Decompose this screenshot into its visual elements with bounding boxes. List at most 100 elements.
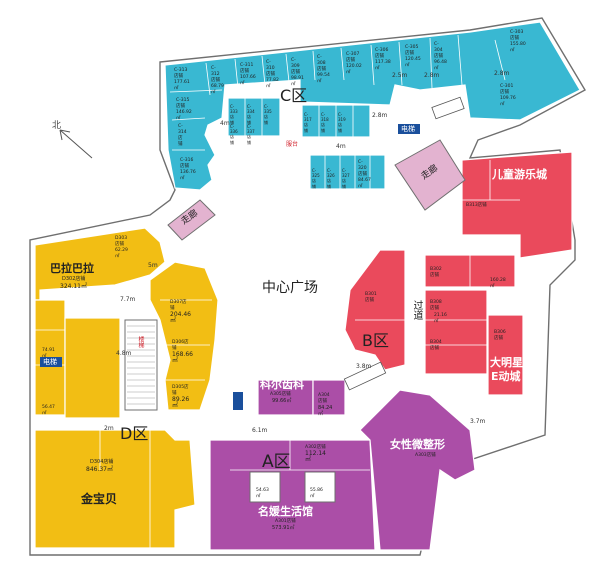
tenant-nvxing-name: 女性微整形: [390, 438, 445, 451]
unit-code: C-308店铺: [317, 55, 326, 72]
zone-a-label: A区: [262, 452, 291, 472]
unit-code: C-316店铺: [180, 158, 194, 169]
north-arrow-icon: [59, 129, 93, 159]
tenant-daming-sub: E动城: [491, 370, 521, 383]
unit-code: C-315店铺: [176, 98, 190, 109]
stair-label: 楼梯: [137, 336, 144, 348]
unit-code: B304店铺: [430, 340, 442, 351]
zone-b-right-mid: [424, 289, 488, 375]
unit-code: C-337店铺: [247, 124, 255, 145]
unit-area: 54.63㎡: [256, 488, 269, 499]
elevator-d-label: 电梯: [43, 358, 57, 366]
corridor-right-label: 走廊: [419, 163, 441, 182]
unit-code: C-307店铺: [346, 52, 360, 63]
unit-code: C-334店铺: [247, 104, 255, 125]
unit-area: 98.91㎡: [291, 76, 304, 87]
zone-b-star: [487, 314, 524, 396]
zone-d-right-block: [149, 261, 219, 411]
corridor-right: [394, 139, 466, 211]
tenant-ertong-name: 儿童游乐城: [492, 168, 547, 181]
zone-c: [164, 21, 581, 191]
dimension-label: 6.1m: [252, 427, 268, 434]
zone-a-shop-dividers: [230, 440, 370, 471]
unit-code: C-306店铺: [375, 48, 389, 59]
tenant-jinbaobei-area: 846.37㎡: [86, 466, 113, 473]
unit-code: C-325店铺: [312, 168, 320, 189]
zone-b-label: B区: [362, 331, 389, 350]
north-label: 北: [52, 121, 62, 131]
unit-card: C-309店铺 98.91㎡: [291, 58, 304, 88]
zone-c-top-band: [164, 21, 581, 191]
unit-code: A304店铺: [318, 393, 330, 404]
zone-a-main: [209, 439, 376, 551]
dimension-label: 2.8m: [424, 72, 440, 79]
unit-code: B302店铺: [430, 267, 442, 278]
unit-area: 74.91㎡: [42, 348, 55, 359]
zone-d: [34, 227, 219, 549]
escalator-c: [431, 96, 465, 120]
unit-area: 55.86㎡: [310, 488, 323, 499]
zone-c-block-1: [227, 97, 281, 137]
floor-outline: [29, 17, 586, 556]
unit-card: C-306店铺 117.38㎡: [375, 48, 391, 72]
unit-card: C-312店铺 68.79㎡: [211, 66, 224, 96]
tenant-daming-name: 大明星: [490, 356, 523, 369]
unit-code: D303店铺: [115, 236, 128, 247]
unit-card: C-314店铺: [178, 124, 187, 148]
unit-card: D303店铺 62.29㎡: [115, 236, 128, 260]
tenant-babalala-unit: D302店铺: [62, 276, 86, 282]
unit-area: 177.61㎡: [174, 80, 190, 91]
unit-area: 21.16㎡: [434, 313, 447, 324]
unit-area: 68.79㎡: [211, 84, 224, 95]
dimension-label: 4.8m: [116, 350, 132, 357]
unit-card: C-307店铺 120.02㎡: [346, 52, 362, 76]
tenant-kelchi-unit: A305店铺: [270, 392, 291, 397]
zone-d-label: D区: [120, 424, 149, 443]
tenant-mingyuan-unit: A301店铺: [275, 519, 296, 524]
unit-code: B306店铺: [494, 330, 506, 341]
elevator-d-tag: [40, 357, 62, 367]
dimension-label: 4m: [336, 143, 346, 150]
tenant-jinbaobei-name: 金宝贝: [81, 492, 118, 506]
dimension-label: 5m: [148, 262, 158, 269]
zone-d-mid-block: [64, 317, 121, 419]
unit-area: 84.67㎡: [358, 178, 371, 189]
unit-card: C-308店铺 99.54㎡: [317, 55, 330, 85]
zone-a-right: [359, 389, 476, 551]
zone-c-label: C区: [280, 86, 308, 105]
unit-card: C-310店铺 77.82㎡: [266, 60, 279, 90]
unit-code: C-326店铺: [327, 168, 335, 189]
plaza-label: 中心广场: [262, 280, 318, 296]
unit-code: C-320店铺: [358, 160, 367, 177]
unit-area: 56.47㎡: [42, 405, 55, 416]
passage-label: 过道: [411, 300, 422, 320]
unit-area: 155.80㎡: [510, 42, 526, 53]
escalator-a: [343, 361, 387, 391]
tenant-nvxing-unit: A303店铺: [415, 453, 436, 458]
dimension-label: 2.8m: [494, 70, 510, 77]
tenant-babalala-name: 巴拉巴拉: [50, 262, 94, 275]
unit-card: C-305店铺 120.45㎡: [405, 45, 421, 69]
unit-code: C-301店铺: [500, 84, 514, 95]
corridor-left: [167, 199, 216, 241]
tenant-babalala-area: 324.11㎡: [60, 283, 87, 290]
unit-area: 120.02㎡: [346, 64, 362, 75]
unit-card: A304店铺 84.24㎡: [318, 393, 332, 417]
unit-area: 146.92㎡: [176, 110, 192, 121]
unit-card: C-313店铺 177.61㎡: [174, 68, 190, 92]
unit-area: 96.48㎡: [434, 60, 447, 71]
zone-c-shop-dividers: [169, 34, 506, 189]
unit-code: C-336店铺: [230, 124, 238, 145]
unit-code: C-318店铺: [321, 112, 329, 133]
zone-b: [344, 151, 573, 396]
unit-area: 99.54㎡: [317, 73, 330, 84]
counter-label: 服台: [286, 141, 299, 148]
corridor-left-label: 走廊: [179, 208, 201, 227]
unit-card: C-311店铺 107.66㎡: [240, 63, 256, 87]
unit-area: 112.14㎡: [305, 450, 326, 463]
unit-area: 107.66㎡: [240, 75, 256, 86]
unit-code: C-310店铺: [266, 60, 275, 77]
elevator-c-tag: [398, 124, 420, 134]
unit-code: D306店铺: [172, 340, 189, 351]
